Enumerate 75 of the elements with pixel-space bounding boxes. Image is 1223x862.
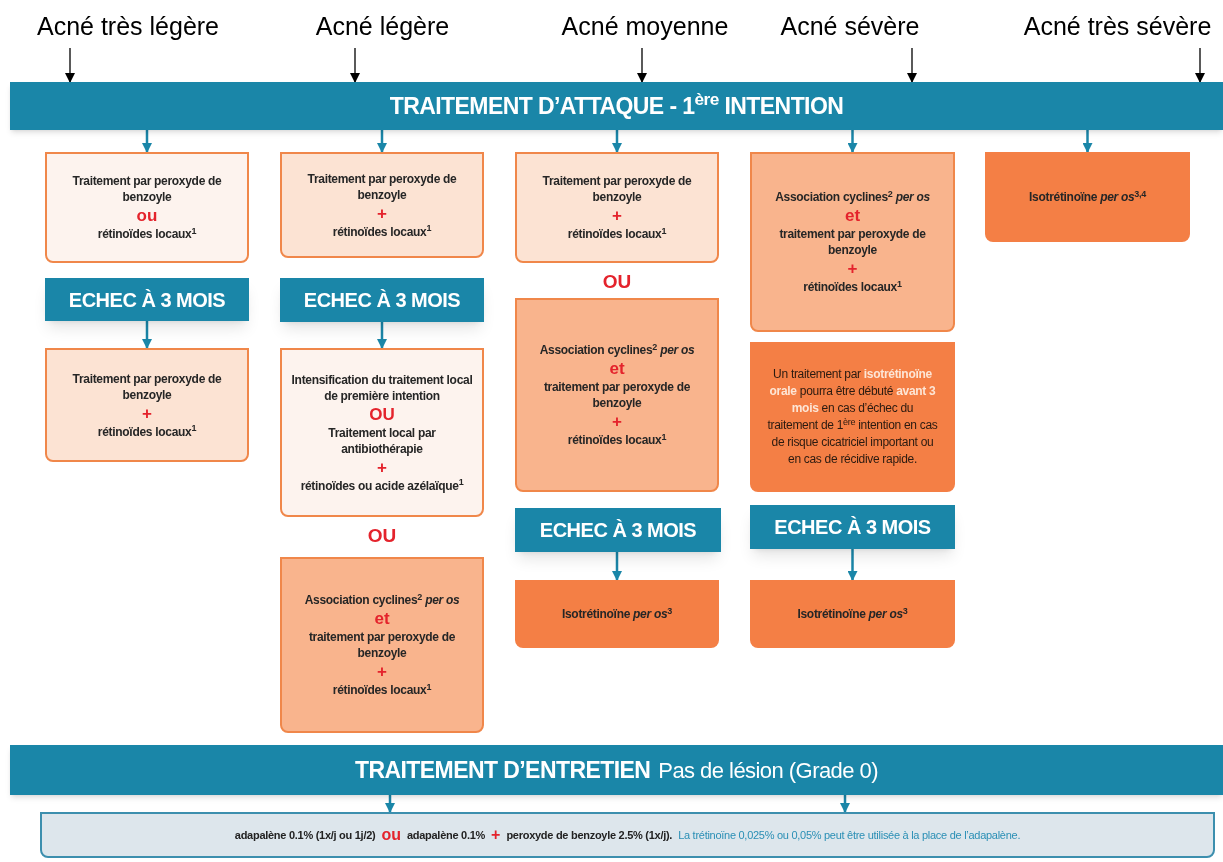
connector-word: et: [609, 360, 625, 377]
treatment-text: Isotrétinoïne per os$^{3}$: [797, 606, 908, 622]
banner-title: ECHEC À 3 MOIS: [68, 287, 226, 313]
treatment-text: rétinoïdes locaux$^{1}$: [567, 432, 667, 448]
connector-word: OU: [369, 405, 395, 423]
treatment-box: [515, 152, 719, 263]
connector-word: +: [612, 413, 622, 430]
treatment-box: [45, 152, 249, 263]
banner-title: ECHEC À 3 MOIS: [539, 518, 697, 543]
treatment-text: rétinoïdes ou acide azélaïque$^{1}$: [300, 477, 464, 494]
connector-word: OU: [367, 526, 397, 545]
treatment-text: Isotrétinoïne per os$^{3}$: [561, 606, 673, 622]
failure-banner: [515, 508, 721, 552]
column-heading: Acné très sévère: [1023, 11, 1212, 42]
banner-title: TRAITEMENT D’ATTAQUE - 1$^{ère}$ INTENTION: [389, 88, 844, 121]
treatment-box: [280, 152, 484, 258]
column-heading: Acné sévère: [780, 11, 920, 42]
treatment-text: adapalène 0.1% (1x/j ou 1j/2): [234, 827, 376, 843]
treatment-text: rétinoïdes locaux$^{1}$: [803, 279, 902, 295]
note-box: [750, 342, 955, 492]
treatment-text: rétinoïdes locaux$^{1}$: [97, 423, 197, 440]
treatment-text: rétinoïdes locaux$^{1}$: [332, 682, 432, 698]
treatment-box: [750, 580, 955, 648]
treatment-box: [280, 557, 484, 733]
treatment-text: Association cyclines$^{2}$ per os: [304, 592, 460, 608]
column-heading: Acné très légère: [36, 11, 219, 42]
connector-word: +: [377, 204, 387, 222]
connector-word: +: [847, 260, 858, 277]
treatment-text: traitement par peroxyde de benzoyle: [778, 226, 927, 258]
failure-banner: [280, 278, 484, 322]
treatment-text: rétinoïdes locaux$^{1}$: [97, 226, 197, 242]
treatment-text: Intensification du traitement local de première intention: [290, 371, 474, 404]
connector-word: +: [142, 404, 152, 422]
treatment-text: Association cyclines$^{2}$ per os: [775, 189, 930, 205]
connector-word: et: [374, 610, 390, 627]
connector-word: +: [377, 458, 387, 476]
banner-title: TRAITEMENT D’ENTRETIEN: [355, 755, 651, 785]
failure-banner: [45, 278, 249, 321]
failure-banner: [750, 505, 955, 549]
connector-word: +: [612, 207, 622, 224]
connector-word: ou: [136, 207, 158, 224]
treatment-text: Association cyclines$^{2}$ per os: [539, 342, 695, 358]
note-text: Un traitement par isotrétinoïne orale pourra être débuté avant 3 mois en cas d’échec du traitement de 1$^{ère}$ intention en cas de risque cicatriciel important ou en cas de récidive rapide.: [766, 366, 939, 468]
column-heading: Acné légère: [315, 11, 450, 42]
banner: [10, 82, 1223, 130]
treatment-box: [45, 348, 249, 462]
connector-word: OU: [602, 272, 632, 291]
treatment-text: Traitement par peroxyde de benzoyle: [306, 170, 458, 203]
treatment-text: Traitement par peroxyde de benzoyle: [71, 370, 223, 403]
treatment-box: [515, 580, 719, 648]
treatment-text: peroxyde de benzoyle 2.5% (1x/j).: [506, 827, 673, 843]
connector-word: et: [844, 207, 861, 224]
connector-word: +: [377, 663, 387, 680]
note-text: La trétinoïne 0,025% ou 0,05% peut être utilisée à la place de l’adapalène.: [678, 827, 1021, 843]
maintenance-box: [40, 812, 1215, 858]
treatment-text: rétinoïdes locaux$^{1}$: [567, 226, 667, 242]
treatment-text: Traitement par peroxyde de benzoyle: [541, 173, 693, 205]
connector-word: +: [491, 827, 501, 843]
treatment-text: Traitement local par antibiothérapie: [327, 424, 437, 457]
banner: [10, 745, 1223, 795]
banner-subtitle: Pas de lésion (Grade 0): [658, 756, 878, 785]
treatment-text: Isotrétinoïne per os$^{3,4}$: [1029, 189, 1146, 205]
treatment-box: [515, 298, 719, 492]
treatment-box: [280, 348, 484, 517]
treatment-text: traitement par peroxyde de benzoyle: [542, 379, 692, 411]
treatment-box: [985, 152, 1190, 242]
treatment-box: [750, 152, 955, 332]
column-heading: Acné moyenne: [561, 11, 729, 42]
treatment-text: adapalène 0.1%: [406, 827, 486, 843]
banner-title: ECHEC À 3 MOIS: [774, 515, 931, 540]
treatment-text: rétinoïdes locaux$^{1}$: [332, 223, 432, 240]
connector-word: ou: [381, 827, 401, 843]
treatment-text: traitement par peroxyde de benzoyle: [307, 629, 457, 661]
banner-title: ECHEC À 3 MOIS: [303, 288, 461, 313]
treatment-text: Traitement par peroxyde de benzoyle: [71, 173, 223, 205]
